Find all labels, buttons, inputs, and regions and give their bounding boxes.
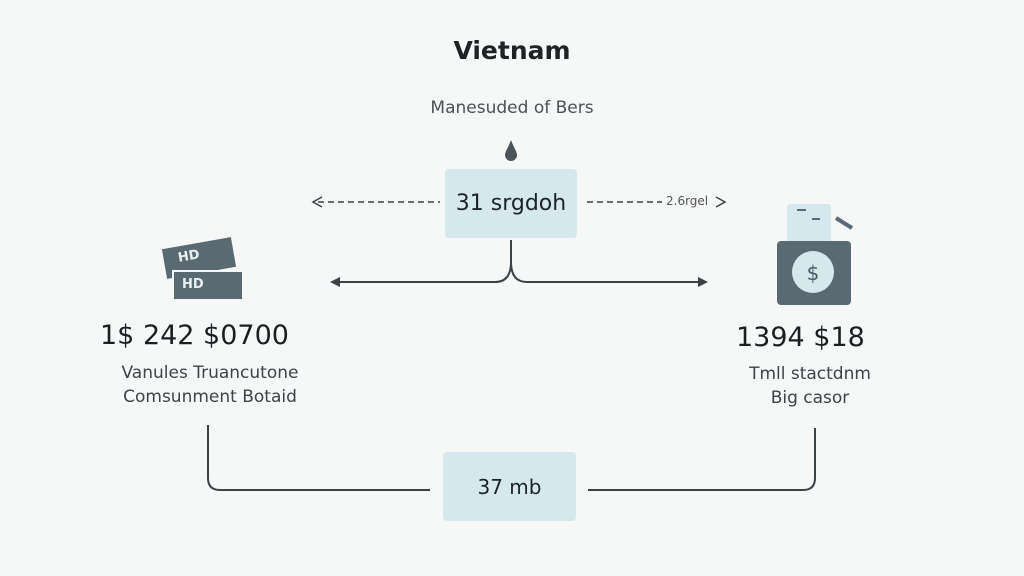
left-amount: 1$ 242 $0700 <box>100 320 289 351</box>
left-desc-line2: Comsunment Botaid <box>123 387 297 407</box>
right-desc-line1: Tmll stactdnm <box>749 364 871 384</box>
wallet-dollar-icon: $ <box>777 204 854 305</box>
page-title: Vietnam <box>453 36 571 65</box>
split-arrow <box>334 240 704 283</box>
right-description: Tmll stactdnm Big casor <box>720 362 900 410</box>
right-desc-line2: Big casor <box>770 388 850 408</box>
svg-text:$: $ <box>807 261 820 285</box>
side-label: 2.6rgel <box>666 194 709 208</box>
bottom-connector-right <box>588 428 816 491</box>
left-desc-line1: Vanules Truancutone <box>121 363 299 383</box>
right-amount: 1394 $18 <box>736 322 865 353</box>
banknotes-icon <box>161 237 244 300</box>
subtitle: Manesuded of Bers <box>430 98 594 118</box>
banknote-text: HD <box>182 277 204 292</box>
drop-marker-icon <box>505 140 517 161</box>
bottom-value: 37 mb <box>477 474 542 499</box>
center-value-box: 31 srgdoh <box>445 169 577 238</box>
bottom-connector-left <box>207 425 430 491</box>
left-description: Vanules Truancutone Comsunment Botaid <box>100 361 320 409</box>
bottom-value-box: 37 mb <box>443 452 576 521</box>
center-value: 31 srgdoh <box>455 191 567 216</box>
